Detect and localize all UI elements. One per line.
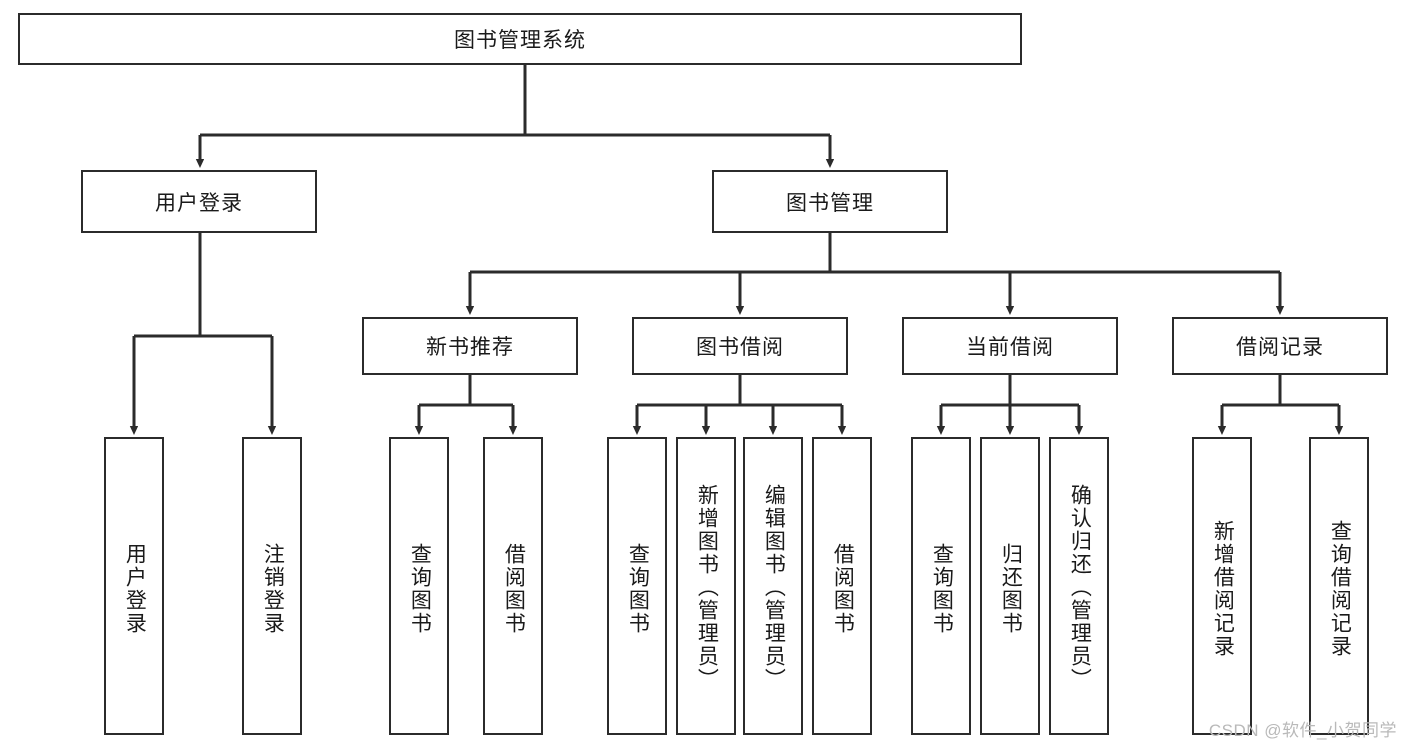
leaf-user-logout[interactable]: 注销登录 xyxy=(242,437,302,735)
leaf-confirm-return-admin[interactable]: 确认归还（管理员） xyxy=(1049,437,1109,735)
leaf-add-borrow-record[interactable]: 新增借阅记录 xyxy=(1192,437,1252,735)
csdn-watermark: CSDN @软件_小贺同学 xyxy=(1208,721,1397,740)
node-current-borrow[interactable]: 当前借阅 xyxy=(902,317,1118,375)
leaf-return-book[interactable]: 归还图书 xyxy=(980,437,1040,735)
leaf-edit-book-admin[interactable]: 编辑图书（管理员） xyxy=(743,437,803,735)
leaf-borrow-book[interactable]: 借阅图书 xyxy=(812,437,872,735)
leaf-query-borrow-record[interactable]: 查询借阅记录 xyxy=(1309,437,1369,735)
node-user-login[interactable]: 用户登录 xyxy=(81,170,317,233)
leaf-query-book-current[interactable]: 查询图书 xyxy=(911,437,971,735)
leaf-query-book-borrow[interactable]: 查询图书 xyxy=(607,437,667,735)
node-borrow-record[interactable]: 借阅记录 xyxy=(1172,317,1388,375)
node-new-book-recommend[interactable]: 新书推荐 xyxy=(362,317,578,375)
node-root[interactable]: 图书管理系统 xyxy=(18,13,1022,65)
leaf-query-book-recommend[interactable]: 查询图书 xyxy=(389,437,449,735)
leaf-add-book-admin[interactable]: 新增图书（管理员） xyxy=(676,437,736,735)
node-book-borrow[interactable]: 图书借阅 xyxy=(632,317,848,375)
leaf-borrow-book-recommend[interactable]: 借阅图书 xyxy=(483,437,543,735)
leaf-user-login[interactable]: 用户登录 xyxy=(104,437,164,735)
node-book-management[interactable]: 图书管理 xyxy=(712,170,948,233)
